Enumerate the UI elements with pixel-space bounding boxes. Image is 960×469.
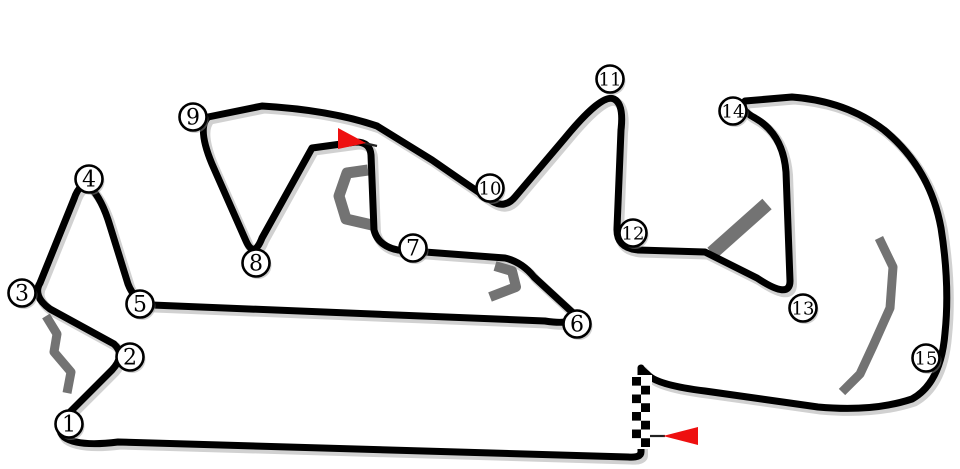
checker-cell — [632, 403, 641, 412]
corner-marker-circle — [7, 278, 37, 308]
corner-number-12: 12 — [622, 224, 645, 245]
corner-marker-circle — [74, 164, 104, 194]
corner-marker-circle — [125, 289, 155, 319]
corner-number-1: 1 — [62, 413, 76, 438]
old-section-left-chute — [42, 313, 76, 394]
checker-cell — [641, 377, 650, 386]
corner-marker-circle — [241, 248, 271, 278]
corner-marker-circle — [788, 293, 818, 323]
old-section-east-sweep — [838, 236, 898, 396]
corner-marker-circle — [398, 233, 428, 263]
corner-marker-circle — [562, 309, 592, 339]
corner-marker-1: 1 — [54, 409, 85, 440]
corner-marker-5: 5 — [125, 289, 156, 320]
corner-marker-9: 9 — [178, 102, 209, 133]
flag-pole — [363, 141, 378, 148]
checker-cell — [632, 394, 641, 404]
corner-marker-8: 8 — [241, 248, 272, 279]
checker-cell — [641, 438, 650, 447]
corner-marker-14: 14 — [718, 96, 749, 127]
checker-cell — [632, 420, 641, 430]
corner-number-13: 13 — [792, 299, 815, 320]
old-section-mid-link — [488, 261, 521, 302]
start-flag-finish — [650, 427, 698, 445]
start-flag-west — [338, 128, 378, 149]
checker-cell — [632, 377, 641, 386]
corner-number-11: 11 — [599, 70, 622, 91]
corner-marker-15: 15 — [911, 343, 942, 374]
corner-marker-circle — [115, 342, 145, 372]
corner-marker-10: 10 — [475, 173, 506, 204]
checker-cell — [632, 429, 641, 439]
corner-number-9: 9 — [186, 106, 200, 131]
start-finish-checker — [630, 375, 652, 449]
corner-marker-7: 7 — [398, 233, 429, 264]
corner-number-8: 8 — [249, 252, 263, 277]
corner-marker-circle — [178, 102, 208, 132]
corner-marker-11: 11 — [595, 64, 626, 95]
checker-cell — [632, 385, 641, 395]
checker-cell — [632, 438, 641, 447]
checker-cell — [641, 420, 650, 430]
old-section-west-hairpin — [333, 164, 374, 231]
checker-cell — [632, 412, 641, 421]
corner-marker-13: 13 — [788, 293, 819, 324]
corner-marker-circle — [475, 173, 505, 203]
checker-cell — [641, 394, 650, 404]
corner-number-3: 3 — [15, 282, 29, 307]
corner-number-2: 2 — [123, 346, 137, 371]
corner-number-4: 4 — [82, 168, 96, 193]
corner-marker-12: 12 — [618, 218, 649, 249]
corner-marker-2: 2 — [115, 342, 146, 373]
corner-marker-circle — [911, 343, 941, 373]
corner-marker-circle — [54, 409, 84, 439]
checker-cell — [641, 403, 650, 412]
corner-number-6: 6 — [570, 313, 584, 338]
corner-number-10: 10 — [479, 179, 502, 200]
track-outline — [34, 93, 951, 461]
checker-cell — [641, 412, 650, 421]
checker-cell — [641, 429, 650, 439]
old-section-runway-link — [707, 198, 772, 259]
corner-marker-3: 3 — [7, 278, 38, 309]
corner-marker-circle — [718, 96, 748, 126]
corner-number-7: 7 — [406, 237, 420, 262]
corner-marker-circle — [595, 64, 625, 94]
flag-pennant — [338, 128, 366, 149]
corner-number-14: 14 — [722, 102, 745, 123]
checker-cell — [641, 385, 650, 395]
corner-marker-4: 4 — [74, 164, 105, 195]
flag-pennant — [663, 427, 698, 445]
corner-number-5: 5 — [133, 293, 147, 318]
corner-marker-circle — [618, 218, 648, 248]
corner-marker-6: 6 — [562, 309, 593, 340]
corner-number-15: 15 — [915, 349, 938, 370]
